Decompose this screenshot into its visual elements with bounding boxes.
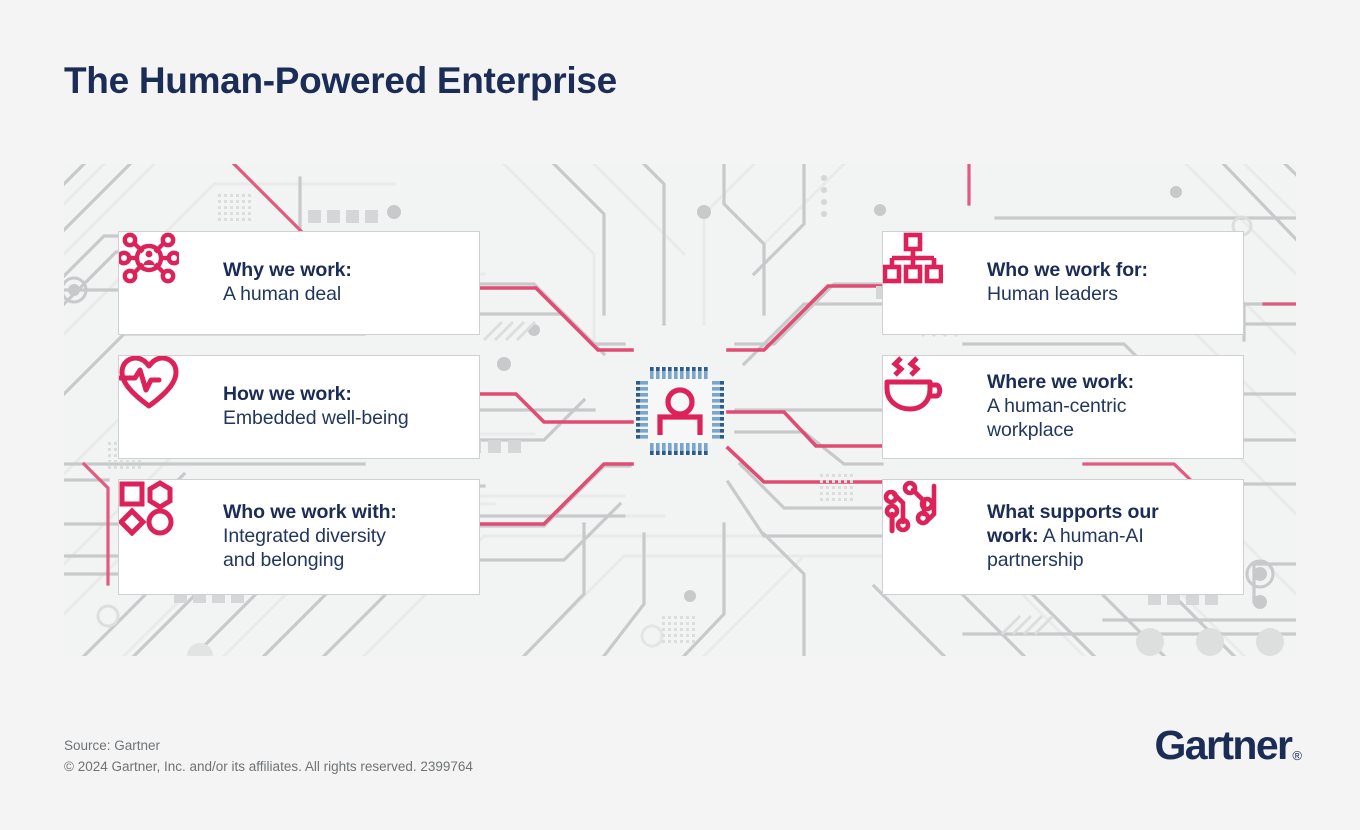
- card-what-heading-2-line: work: A human-AI: [987, 525, 1159, 549]
- card-whofor-subtext: Human leaders: [987, 283, 1118, 305]
- card-what-supports-our-work[interactable]: What supports our work: A human-AI partn…: [882, 479, 1244, 595]
- card-whofor-text: Who we work for: Human leaders: [987, 259, 1148, 307]
- circuit-nodes-icon: [883, 480, 981, 568]
- card-why-heading: Why we work:: [223, 259, 352, 282]
- card-whowith-subtext-2: and belonging: [223, 548, 345, 571]
- footer-source: Source: Gartner: [64, 738, 161, 753]
- card-who-we-work-for[interactable]: Who we work for: Human leaders: [882, 231, 1244, 335]
- card-where-subtext-2: workplace: [987, 418, 1074, 441]
- card-whofor-heading: Who we work for:: [987, 259, 1148, 282]
- page-title: The Human-Powered Enterprise: [64, 60, 617, 101]
- card-what-subtext-1: A human-AI: [1038, 525, 1144, 548]
- card-how-subtext: Embedded well-being: [223, 407, 409, 429]
- card-who-we-work-with[interactable]: Who we work with: Integrated diversity a…: [118, 479, 480, 595]
- coffee-cup-icon: [884, 356, 981, 438]
- footer-copyright: © 2024 Gartner, Inc. and/or its affiliat…: [64, 758, 473, 774]
- card-why-we-work[interactable]: Why we work: A human deal: [118, 231, 480, 335]
- org-chart-hierarchy-icon: [883, 232, 981, 314]
- card-what-heading-2: work:: [987, 525, 1039, 548]
- card-where-text: Where we work: A human-centric workplace: [987, 371, 1134, 442]
- card-where-heading: Where we work:: [987, 371, 1135, 394]
- card-what-subtext-2: partnership: [987, 548, 1084, 571]
- footer-text: Source: Gartner © 2024 Gartner, Inc. and…: [64, 736, 473, 778]
- card-what-text: What supports our work: A human-AI partn…: [987, 501, 1159, 572]
- registered-trademark-icon: ®: [1292, 748, 1302, 763]
- card-whowith-heading: Who we work with:: [223, 501, 397, 524]
- card-why-subtext: A human deal: [223, 283, 342, 305]
- gartner-wordmark: Gartner: [1154, 722, 1294, 768]
- gartner-logo: Gartner ®: [1155, 722, 1303, 769]
- card-where-we-work[interactable]: Where we work: A human-centric workplace: [882, 355, 1244, 459]
- card-whowith-subtext-1: Integrated diversity: [223, 525, 386, 548]
- card-how-text: How we work: Embedded well-being: [223, 383, 409, 431]
- heart-pulse-icon: [119, 356, 217, 438]
- four-shapes-diversity-icon: [119, 480, 217, 568]
- card-whowith-text: Who we work with: Integrated diversity a…: [223, 501, 397, 572]
- card-where-subtext-1: A human-centric: [987, 395, 1127, 418]
- card-how-heading: How we work:: [223, 383, 352, 406]
- circuit-panel: Why we work: A human deal How we work: E…: [64, 164, 1296, 656]
- card-what-heading-1: What supports our: [987, 501, 1159, 524]
- cpu-chip-person-icon: [636, 367, 724, 455]
- card-how-we-work[interactable]: How we work: Embedded well-being: [118, 355, 480, 459]
- card-why-text: Why we work: A human deal: [223, 259, 352, 307]
- network-nodes-person-icon: [119, 232, 217, 314]
